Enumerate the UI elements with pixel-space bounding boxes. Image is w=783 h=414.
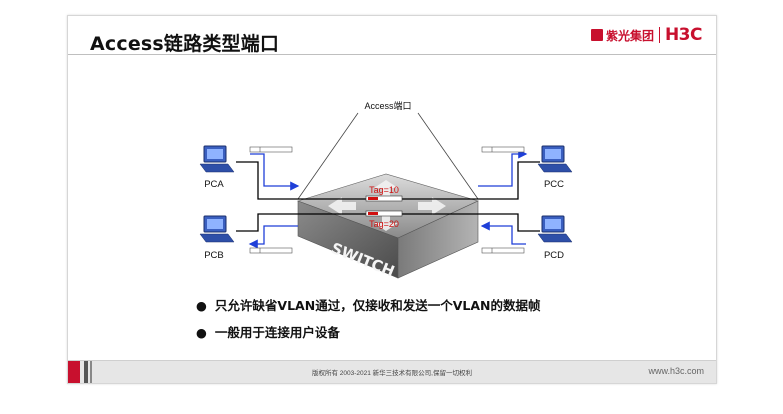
computer-icon [537, 145, 573, 173]
pc-c: PCC [537, 145, 573, 190]
computer-icon [199, 215, 235, 243]
logo-divider [658, 27, 660, 43]
company-logo: 紫光集团 H3C [590, 22, 703, 48]
footer-dark-bar [84, 361, 88, 383]
tag-vlan20: Tag=20 [365, 210, 403, 229]
cable-pcd [330, 213, 540, 232]
unigroup-logo-icon [590, 29, 603, 41]
bullet-dot-icon: ● [196, 298, 207, 313]
pc-a: PCA [199, 145, 235, 190]
bullet-list: ● 只允许缺省VLAN通过，仅接收和发送一个VLAN的数据帧 ● 一般用于连接用户设… [196, 295, 540, 349]
footer-copyright: 版权所有 2003-2021 新华三技术有限公司,保留一切权利 [311, 370, 472, 377]
access-port-label: Access端口 [364, 100, 411, 111]
cable-pcb [236, 213, 330, 232]
bullet-item: ● 只允许缺省VLAN通过，仅接收和发送一个VLAN的数据帧 [196, 295, 540, 314]
pc-d: PCD [537, 215, 573, 261]
logo-group-text: 紫光集团 [605, 28, 654, 43]
slide-title: Access链路类型端口 [90, 33, 280, 55]
pc-a-label: PCA [204, 179, 224, 190]
access-port-diagram: Access端口 SWITCH [199, 100, 573, 281]
slide: Access链路类型端口 紫光集团 H3C Access [67, 15, 717, 384]
footer-website: www.h3c.com [648, 366, 704, 376]
tag-top-label: Tag=10 [369, 185, 399, 195]
cables [236, 161, 540, 232]
arrow-pcb-out [248, 225, 298, 249]
traffic-arrows [248, 149, 528, 249]
tag-bottom-label: Tag=20 [369, 219, 399, 229]
port-callout-right [417, 112, 479, 200]
tag-vlan10: Tag=10 [365, 185, 403, 202]
frame-pcb [249, 247, 293, 254]
arrow-pca-in [250, 153, 300, 191]
pc-b-label: PCB [204, 250, 224, 261]
arrow-pcd-in [480, 221, 526, 245]
pc-c-label: PCC [544, 179, 564, 190]
bullet-dot-icon: ● [196, 325, 207, 340]
cable-pca [236, 161, 330, 200]
frame-pcd [481, 247, 525, 254]
footer-gray-bar [90, 361, 92, 383]
logo-brand: H3C [664, 25, 703, 45]
arrow-pcc-out [478, 149, 528, 187]
computer-icon [199, 145, 235, 173]
bullet-item: ● 一般用于连接用户设备 [196, 322, 540, 341]
cable-pcc [330, 161, 540, 200]
frame-pcc [481, 146, 525, 153]
pc-b: PCB [199, 215, 235, 261]
port-callout-left [297, 112, 359, 200]
slide-footer: 版权所有 2003-2021 新华三技术有限公司,保留一切权利 www.h3c.… [68, 360, 716, 383]
bullet-text: 只允许缺省VLAN通过，仅接收和发送一个VLAN的数据帧 [214, 298, 541, 313]
computer-icon [537, 215, 573, 243]
pc-d-label: PCD [544, 250, 564, 261]
frames [249, 146, 525, 254]
frame-pca [249, 146, 293, 153]
footer-red-bar [68, 361, 80, 383]
title-divider [68, 54, 716, 55]
bullet-text: 一般用于连接用户设备 [214, 325, 340, 340]
